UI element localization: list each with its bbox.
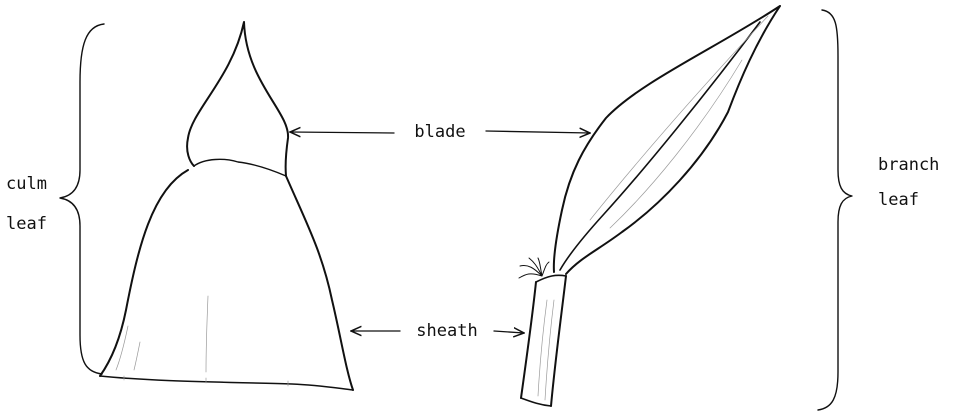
culm-leaf-label-line1: culm	[6, 174, 47, 194]
branch-leaf-sheath-bottom	[521, 398, 551, 406]
sheath-label: sheath	[416, 321, 477, 341]
culm-leaf-blade	[187, 22, 288, 176]
branch-leaf-sheath-top	[536, 275, 566, 282]
branch-leaf-sheath	[521, 276, 566, 406]
branch-leaf-brace	[818, 10, 852, 410]
branch-leaf-label-line2: leaf	[878, 190, 919, 210]
culm-leaf-brace	[60, 24, 104, 374]
culm-leaf-blade-base	[194, 159, 286, 176]
branch-leaf-midrib	[560, 22, 760, 270]
branch-leaf-label-line1: branch	[878, 155, 939, 175]
culm-leaf-sheath	[100, 170, 353, 390]
culm-leaf-label-line2: leaf	[6, 214, 47, 234]
branch-leaf-hairs	[519, 258, 549, 278]
culm-leaf-sheath-base	[100, 376, 353, 390]
branch-leaf-drawing	[519, 6, 852, 410]
culm-leaf-drawing	[60, 22, 353, 390]
blade-label: blade	[414, 122, 465, 142]
